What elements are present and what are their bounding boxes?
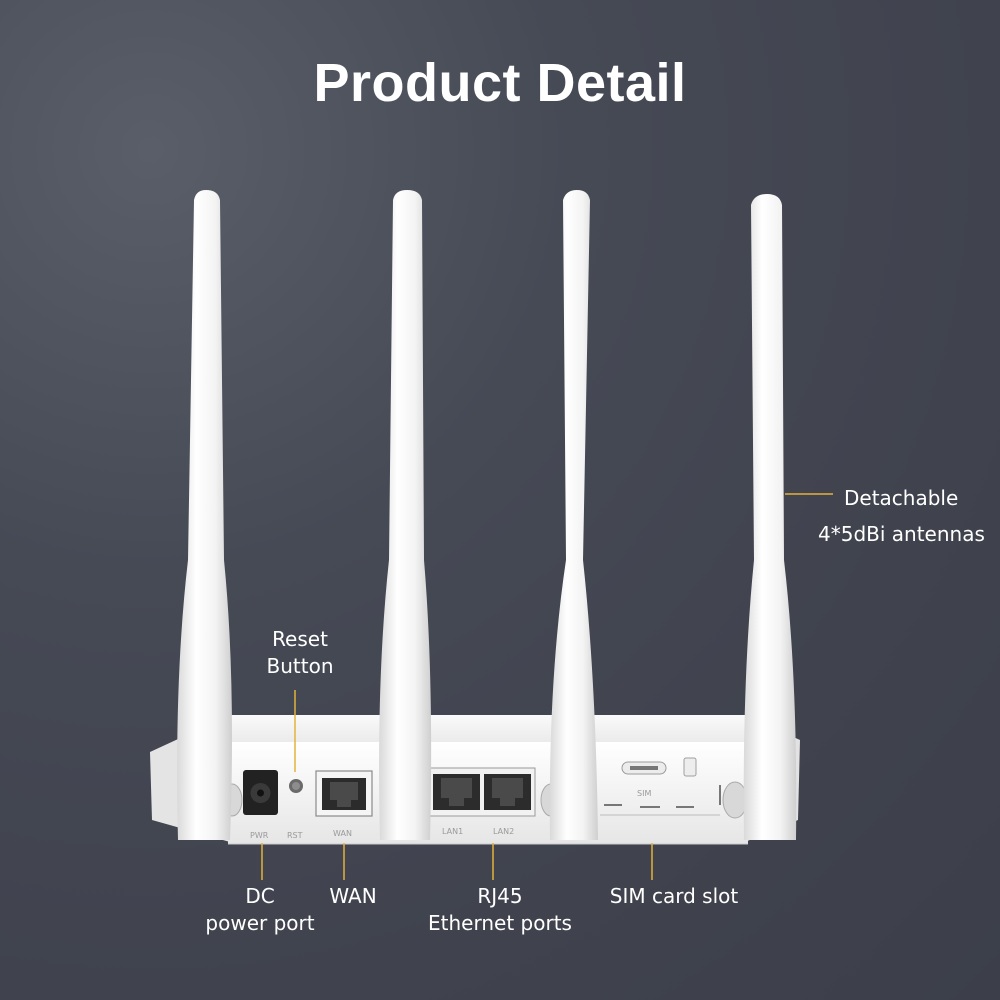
wan-print-label: WAN [333, 829, 352, 838]
antenna-3 [549, 190, 598, 840]
reset-callout: Reset Button [266, 627, 334, 678]
wan-port [315, 770, 373, 817]
page-title: Product Detail [313, 53, 687, 113]
antenna-4 [743, 194, 797, 840]
lan-ports [427, 767, 536, 817]
sim-card-slot [600, 757, 721, 816]
pwr-print-label: PWR [250, 831, 269, 840]
callout-lines [261, 493, 833, 880]
rj45-callout: RJ45 Ethernet ports [428, 884, 572, 935]
lan1-print-label: LAN1 [442, 827, 463, 836]
rst-print-label: RST [287, 831, 303, 840]
antennas-callout: Detachable 4*5dBi antennas [818, 486, 985, 546]
sim-callout: SIM card slot [609, 884, 739, 908]
dc-power-port [243, 770, 278, 815]
reset-button [289, 779, 303, 793]
dc-callout: DC power port [205, 884, 315, 935]
wan-callout: WAN [329, 884, 377, 908]
lan2-print-label: LAN2 [493, 827, 514, 836]
antenna-1 [177, 190, 232, 840]
sim-print-label: SIM [637, 789, 651, 798]
antenna-2 [379, 190, 432, 840]
